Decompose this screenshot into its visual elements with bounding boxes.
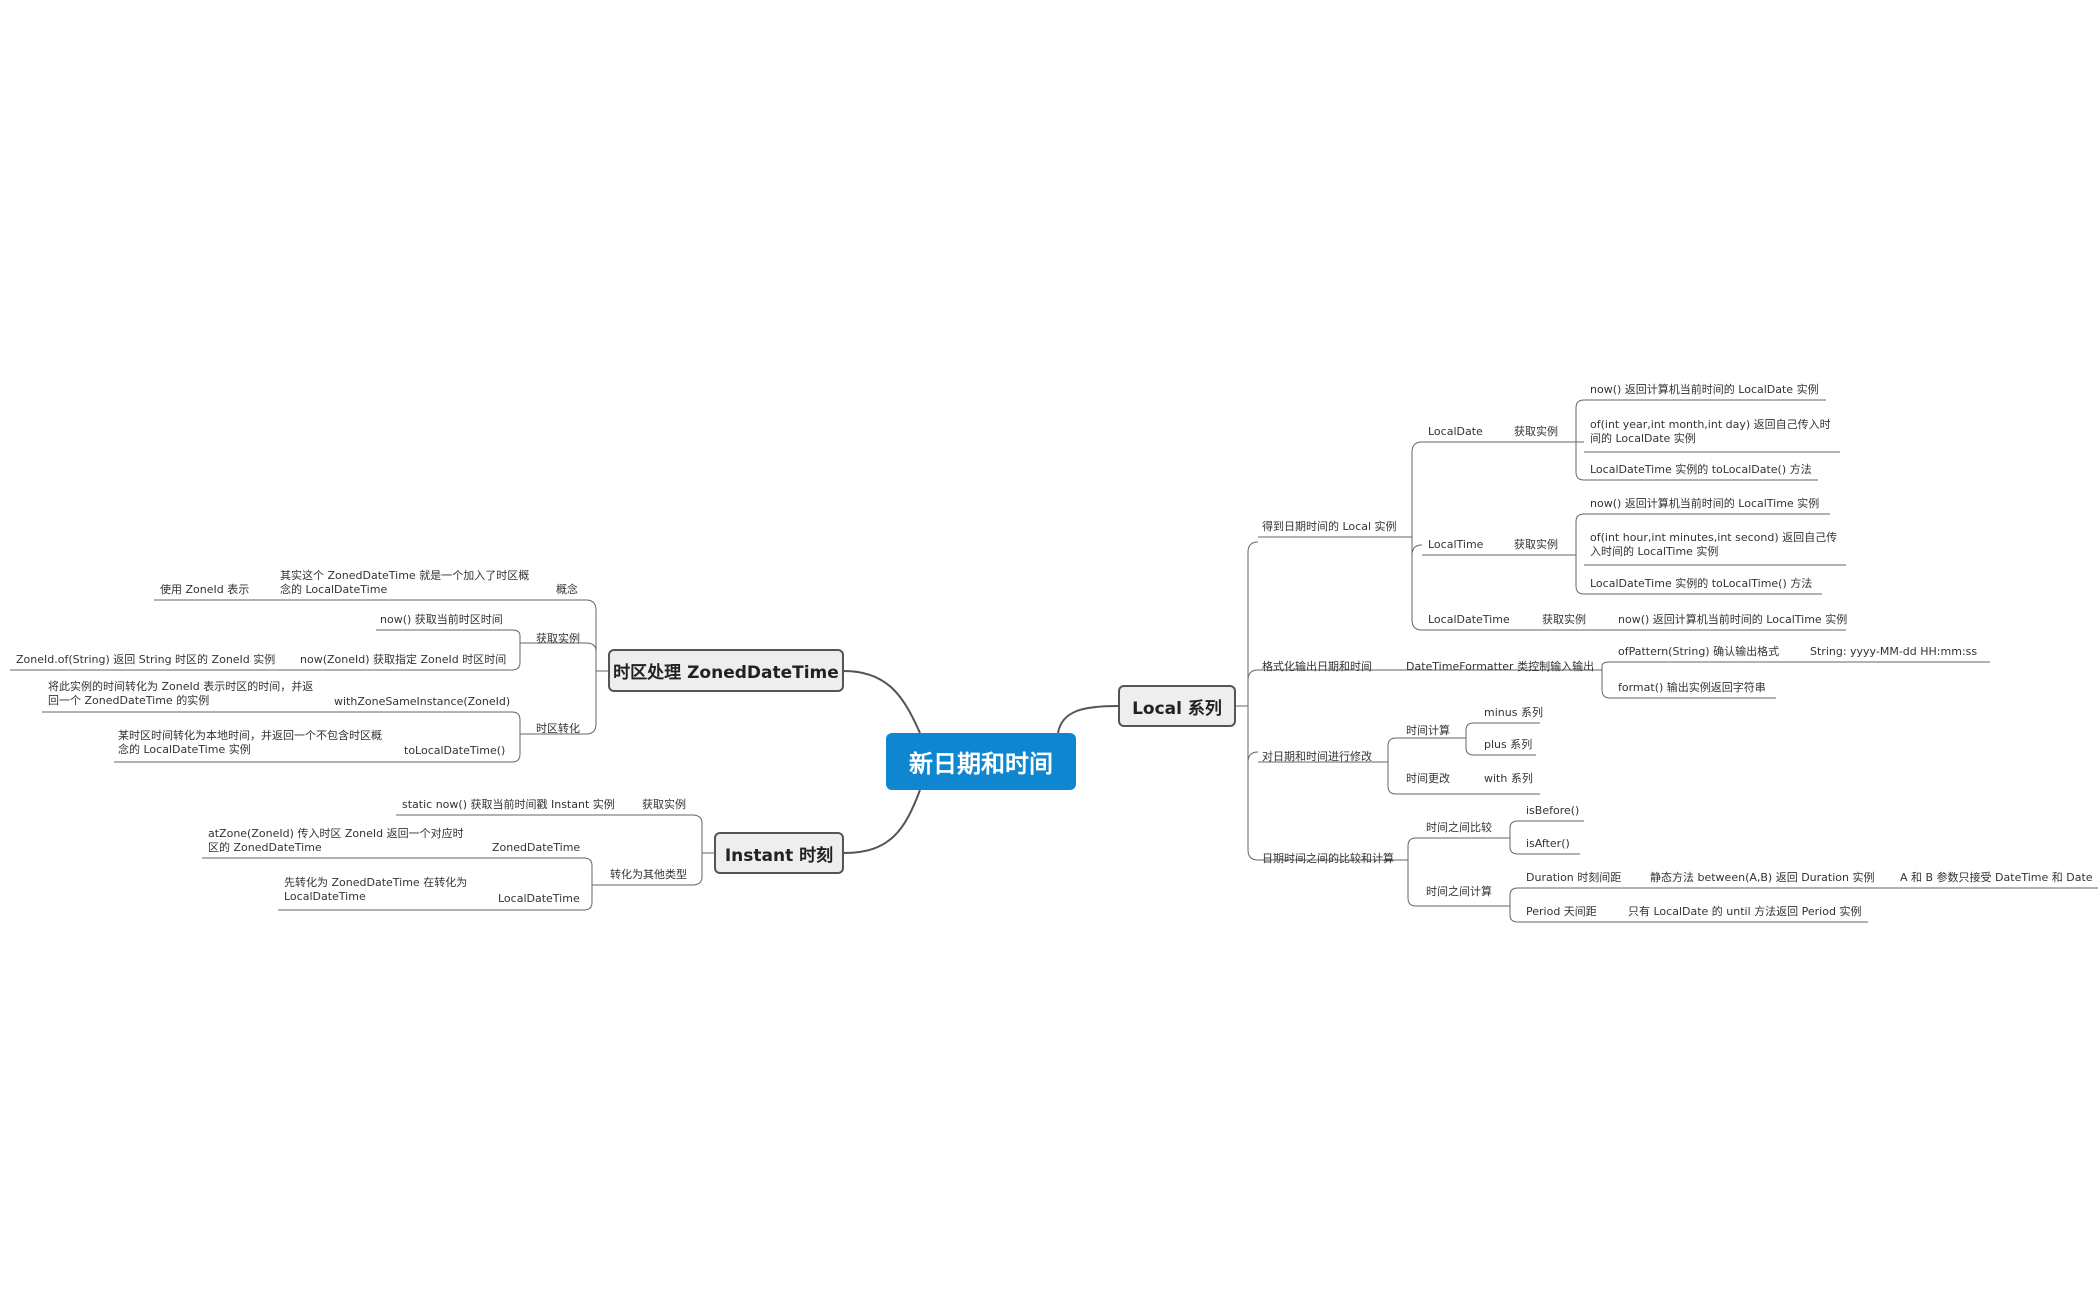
format-branch[interactable]: 格式化输出日期和时间 bbox=[1262, 660, 1372, 673]
topic-instant[interactable]: Instant 时刻 bbox=[714, 832, 844, 874]
zoned-convert-node[interactable]: 时区转化 bbox=[536, 722, 580, 735]
period-node[interactable]: Period 天间距 bbox=[1526, 905, 1597, 918]
localtime-get-node[interactable]: 获取实例 bbox=[1514, 538, 1558, 551]
time-change-node[interactable]: 时间更改 bbox=[1406, 772, 1450, 785]
ofpattern-node[interactable]: ofPattern(String) 确认输出格式 bbox=[1618, 645, 1780, 658]
localdate-now-item[interactable]: now() 返回计算机当前时间的 LocalDate 实例 bbox=[1590, 383, 1819, 396]
time-between-node[interactable]: 时间之间计算 bbox=[1426, 885, 1492, 898]
topic-zoned-datetime[interactable]: 时区处理 ZonedDateTime bbox=[608, 649, 844, 692]
central-topic[interactable]: 新日期和时间 bbox=[886, 733, 1076, 790]
with-zone-same-instance-node[interactable]: withZoneSameInstance(ZoneId) bbox=[334, 695, 511, 708]
localdate-get-node[interactable]: 获取实例 bbox=[1514, 425, 1558, 438]
localtime-from-ldt-item[interactable]: LocalDateTime 实例的 toLocalTime() 方法 bbox=[1590, 577, 1813, 590]
compare-branch[interactable]: 日期时间之间的比较和计算 bbox=[1262, 852, 1394, 865]
topic-local-series[interactable]: Local 系列 bbox=[1118, 685, 1236, 727]
zoneid-represent-node[interactable]: 使用 ZoneId 表示 bbox=[160, 583, 250, 596]
zoned-concept-desc[interactable]: 其实这个 ZonedDateTime 就是一个加入了时区概念的 LocalDat… bbox=[280, 569, 530, 596]
localtime-of-item[interactable]: of(int hour,int minutes,int second) 返回自己… bbox=[1590, 531, 1838, 558]
plus-node[interactable]: plus 系列 bbox=[1484, 738, 1533, 751]
isbefore-node[interactable]: isBefore() bbox=[1526, 804, 1580, 817]
time-compare-node[interactable]: 时间之间比较 bbox=[1426, 821, 1492, 834]
localdate-from-ldt-item[interactable]: LocalDateTime 实例的 toLocalDate() 方法 bbox=[1590, 463, 1812, 476]
instant-get-node[interactable]: 获取实例 bbox=[642, 798, 686, 811]
format-node[interactable]: format() 输出实例返回字符串 bbox=[1618, 681, 1766, 694]
zoned-now-node[interactable]: now() 获取当前时区时间 bbox=[380, 613, 503, 626]
zoned-concept-node[interactable]: 概念 bbox=[556, 583, 578, 596]
localtime-now-item[interactable]: now() 返回计算机当前时间的 LocalTime 实例 bbox=[1590, 497, 1820, 510]
zoneid-of-node[interactable]: ZoneId.of(String) 返回 String 时区的 ZoneId 实… bbox=[16, 653, 276, 666]
to-local-datetime-desc[interactable]: 某时区时间转化为本地时间，并返回一个不包含时区概念的 LocalDateTime… bbox=[118, 729, 382, 756]
localtime-node[interactable]: LocalTime bbox=[1428, 538, 1484, 551]
instant-to-zoned-node[interactable]: ZonedDateTime bbox=[492, 841, 581, 854]
localdatetime-now-item[interactable]: now() 返回计算机当前时间的 LocalTime 实例 bbox=[1618, 613, 1848, 626]
period-desc-node[interactable]: 只有 LocalDate 的 until 方法返回 Period 实例 bbox=[1628, 905, 1862, 918]
isafter-node[interactable]: isAfter() bbox=[1526, 837, 1570, 850]
localdatetime-node[interactable]: LocalDateTime bbox=[1428, 613, 1510, 626]
local-instance-branch[interactable]: 得到日期时间的 Local 实例 bbox=[1262, 520, 1397, 533]
duration-note-node[interactable]: A 和 B 参数只接受 DateTime 和 Date bbox=[1900, 871, 2093, 884]
minus-node[interactable]: minus 系列 bbox=[1484, 706, 1543, 719]
localdatetime-get-node[interactable]: 获取实例 bbox=[1542, 613, 1586, 626]
localdate-node[interactable]: LocalDate bbox=[1428, 425, 1483, 438]
localdate-of-item[interactable]: of(int year,int month,int day) 返回自己传入时间的… bbox=[1590, 418, 1831, 445]
duration-desc-node[interactable]: 静态方法 between(A,B) 返回 Duration 实例 bbox=[1650, 871, 1875, 884]
instant-to-ldt-node[interactable]: LocalDateTime bbox=[498, 892, 580, 905]
zoned-get-node[interactable]: 获取实例 bbox=[536, 632, 580, 645]
with-zone-desc[interactable]: 将此实例的时间转化为 ZoneId 表示时区的时间，并返回一个 ZonedDat… bbox=[48, 680, 314, 707]
instant-convert-node[interactable]: 转化为其他类型 bbox=[610, 868, 687, 881]
string-pattern-node[interactable]: String: yyyy-MM-dd HH:mm:ss bbox=[1810, 645, 1978, 658]
duration-node[interactable]: Duration 时刻间距 bbox=[1526, 871, 1622, 884]
instant-now-node[interactable]: static now() 获取当前时间戳 Instant 实例 bbox=[402, 798, 615, 811]
to-local-datetime-node[interactable]: toLocalDateTime() bbox=[404, 744, 506, 757]
formatter-node[interactable]: DateTimeFormatter 类控制输入输出 bbox=[1406, 660, 1595, 673]
instant-at-zone-desc[interactable]: atZone(ZoneId) 传入时区 ZoneId 返回一个对应时区的 Zon… bbox=[208, 827, 464, 854]
with-node[interactable]: with 系列 bbox=[1484, 772, 1533, 785]
zoned-now-zoneid-node[interactable]: now(ZoneId) 获取指定 ZoneId 时区时间 bbox=[300, 653, 507, 666]
instant-to-ldt-desc[interactable]: 先转化为 ZonedDateTime 在转化为 LocalDateTime bbox=[284, 876, 468, 903]
modify-branch[interactable]: 对日期和时间进行修改 bbox=[1262, 750, 1372, 763]
time-calc-node[interactable]: 时间计算 bbox=[1406, 724, 1450, 737]
